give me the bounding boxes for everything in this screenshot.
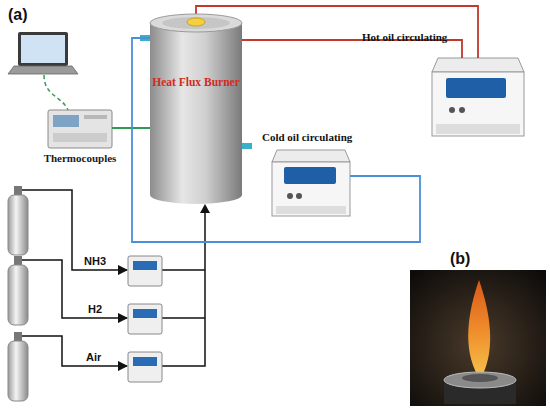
bath-lid — [432, 58, 524, 72]
laptop — [8, 32, 78, 74]
burner-plate — [444, 372, 516, 388]
logger-body — [48, 110, 112, 148]
flame-photo — [410, 270, 546, 406]
hot-oil-bath — [432, 58, 524, 136]
bath-body — [272, 162, 350, 216]
arrow-head — [200, 204, 210, 213]
gas-cylinder — [8, 195, 28, 255]
pipe-connector — [112, 127, 150, 129]
flame — [468, 280, 490, 376]
cylinder-lid — [162, 17, 230, 29]
laptop-keyboard — [8, 66, 78, 74]
gas-label: Air — [86, 351, 101, 363]
node-label: Hot oil circulating — [362, 31, 522, 44]
cold-oil-bath — [272, 150, 350, 216]
oil-bath: Hot oil circulating — [432, 58, 524, 136]
panel-label: (b) — [450, 250, 470, 268]
bath-display — [284, 167, 336, 184]
oil-bath: Cold oil circulating — [272, 150, 350, 216]
gas-line — [22, 336, 127, 366]
node-label: Heat Flux Burner — [146, 76, 246, 89]
cylinder-body — [150, 23, 242, 195]
cylinder-bottom — [150, 186, 242, 204]
laptop-screen-frame — [18, 32, 68, 66]
gas-lines — [22, 190, 205, 366]
bath-button — [296, 193, 302, 199]
mfc-display — [133, 357, 157, 366]
bath-lid — [272, 150, 350, 162]
mass-flow-controller — [128, 256, 162, 286]
bath-body — [432, 72, 524, 136]
cylinder-top — [150, 14, 242, 32]
gas-line — [162, 269, 205, 271]
logger-box: Thermocouples — [48, 110, 112, 148]
node-label: Cold oil circulating — [262, 131, 392, 144]
mass-flow-controllers — [128, 256, 162, 382]
gas-line — [162, 317, 205, 319]
bath-button — [449, 107, 455, 113]
thermocouple-logger — [48, 110, 112, 148]
data-cable — [44, 75, 68, 110]
logger-display — [53, 115, 79, 127]
panel-label: (a) — [8, 6, 28, 24]
cylinder-outline — [150, 14, 242, 204]
bath-base — [276, 206, 346, 214]
photo-background — [410, 270, 546, 406]
gas-line — [22, 260, 127, 318]
mfc-display — [133, 261, 157, 270]
coolant-port — [242, 143, 252, 149]
bath-button — [287, 193, 293, 199]
gas-cylinder — [8, 265, 28, 325]
burner-nozzle — [462, 374, 498, 382]
bath-button — [459, 107, 465, 113]
mass-flow-controller — [128, 304, 162, 334]
gas-cylinders — [8, 186, 28, 401]
burner-cylinder: Heat Flux Burner — [150, 14, 242, 204]
gas-line — [162, 212, 205, 366]
bath-base — [436, 124, 520, 134]
bath-display — [446, 78, 506, 98]
mass-flow-controller — [128, 352, 162, 382]
laptop-screen — [21, 35, 65, 63]
mfc-display — [133, 309, 157, 318]
logger-terminals — [53, 133, 107, 142]
logger-panel — [84, 115, 107, 119]
node-label: Thermocouples — [18, 152, 142, 165]
burner-plate — [187, 18, 205, 26]
gas-label: NH3 — [84, 255, 106, 267]
gas-line — [22, 190, 127, 270]
gas-label: H2 — [88, 303, 102, 315]
gas-cylinder — [8, 341, 28, 401]
